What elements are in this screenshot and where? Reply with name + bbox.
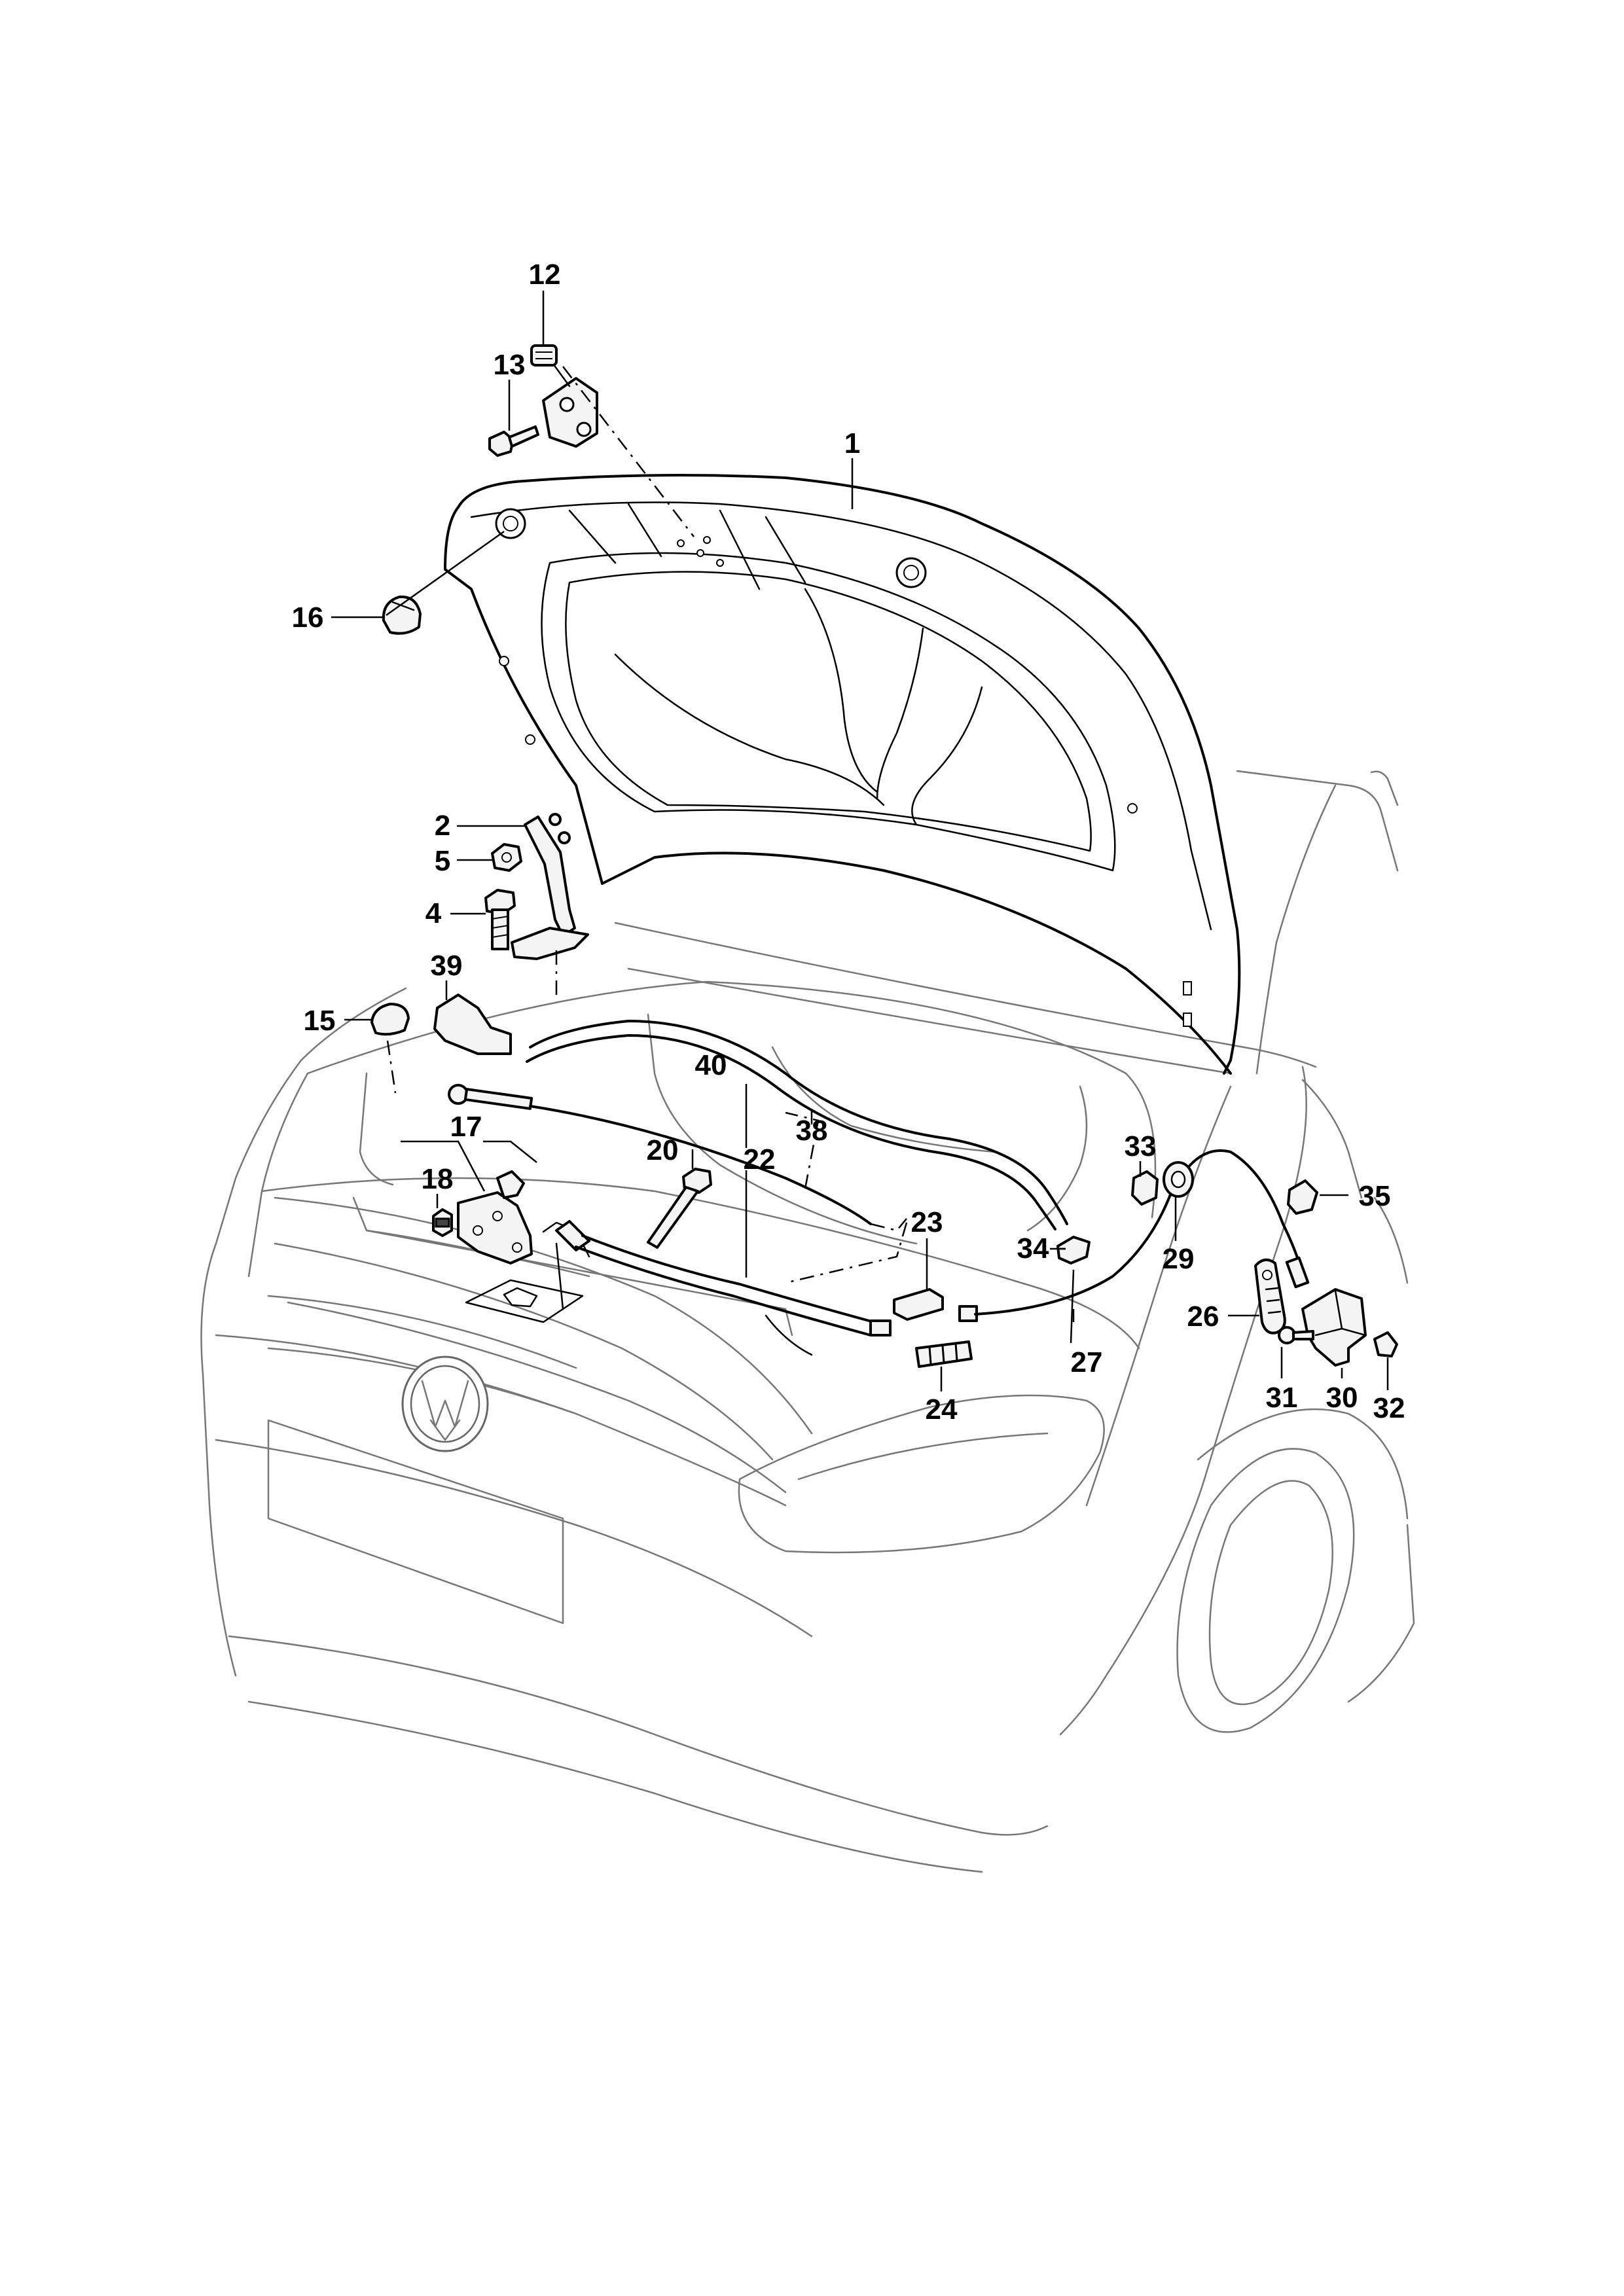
label-5: 5 <box>435 845 450 877</box>
part-33-clip <box>1131 1170 1159 1206</box>
part-34-clip <box>1056 1236 1091 1265</box>
hidden-line-22 <box>785 1222 908 1284</box>
label-22: 22 <box>744 1143 776 1175</box>
part-39-holder <box>433 994 512 1055</box>
part-12-rubber-stop <box>530 344 558 367</box>
label-24: 24 <box>926 1393 958 1426</box>
label-20: 20 <box>647 1134 679 1166</box>
part-24-holder <box>915 1340 973 1368</box>
vw-emblem <box>401 1355 489 1452</box>
label-12: 12 <box>529 259 561 291</box>
part-29-grommet <box>1163 1161 1194 1198</box>
label-1: 1 <box>844 427 860 459</box>
label-33: 33 <box>1125 1130 1157 1162</box>
label-29: 29 <box>1163 1243 1195 1275</box>
label-15: 15 <box>304 1005 336 1037</box>
part-35-cap <box>1287 1179 1318 1215</box>
part-4-bolt <box>484 889 516 950</box>
car-body-outline <box>200 770 1415 1873</box>
part-22-cable <box>555 1220 892 1356</box>
part-labels: 1 2 4 5 12 13 15 16 17 18 20 22 23 24 26… <box>292 259 1405 1426</box>
hood <box>444 474 1241 1075</box>
label-16: 16 <box>292 601 324 634</box>
part-15-cap <box>370 1003 410 1036</box>
part-17-lock <box>457 1170 590 1265</box>
part-13-bolt <box>488 425 539 457</box>
part-30-lever-housing <box>1301 1288 1367 1367</box>
label-40: 40 <box>695 1049 727 1081</box>
label-2: 2 <box>435 810 450 842</box>
lock-striker-plate <box>465 1242 584 1323</box>
part-23-clip <box>893 1288 944 1321</box>
label-27: 27 <box>1071 1346 1103 1378</box>
label-38: 38 <box>796 1115 828 1147</box>
label-35: 35 <box>1359 1180 1391 1212</box>
part-26-handle <box>1254 1258 1286 1335</box>
label-23: 23 <box>911 1206 943 1238</box>
part-18-nut <box>432 1208 453 1237</box>
label-39: 39 <box>431 950 463 982</box>
label-32: 32 <box>1373 1392 1405 1424</box>
hidden-line-40 <box>870 1218 907 1232</box>
hood-hinge-upper <box>542 365 598 448</box>
part-5-nut <box>491 843 522 872</box>
part-16-buffer <box>382 595 422 635</box>
leader-lines <box>331 291 1389 1391</box>
label-13: 13 <box>494 349 526 381</box>
label-17: 17 <box>450 1111 482 1143</box>
label-4: 4 <box>425 897 442 929</box>
part-40-release-cable <box>448 1084 872 1225</box>
part-38-seal <box>526 1020 1068 1230</box>
part-20-bolt <box>647 1168 712 1249</box>
label-31: 31 <box>1266 1382 1298 1414</box>
part-2-hinge-bracket <box>511 813 589 960</box>
part-31-screw <box>1278 1326 1314 1344</box>
label-30: 30 <box>1326 1382 1358 1414</box>
label-18: 18 <box>422 1163 454 1195</box>
part-27-bowden-cable <box>958 1149 1310 1322</box>
part-32-clip <box>1373 1331 1398 1357</box>
label-34: 34 <box>1017 1232 1049 1265</box>
label-26: 26 <box>1187 1300 1219 1333</box>
